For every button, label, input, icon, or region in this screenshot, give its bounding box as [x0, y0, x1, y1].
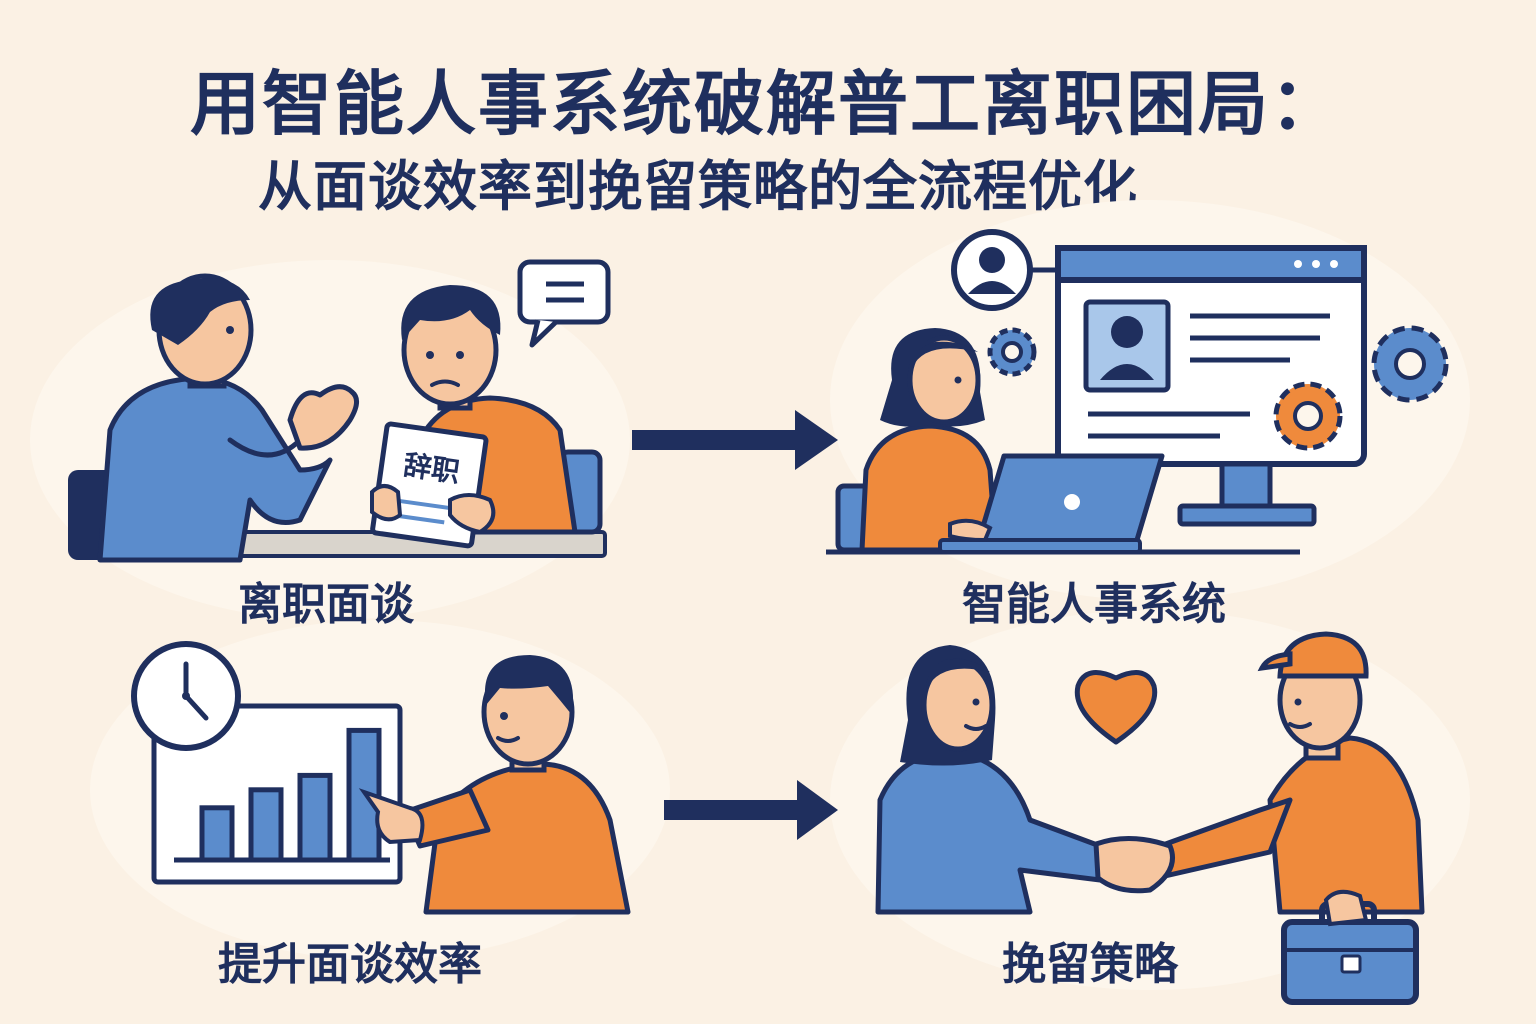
laptop-icon: [938, 453, 1165, 554]
hr-woman-eye: [972, 698, 980, 706]
arrow-right-icon: [632, 410, 838, 470]
chart-bar-2: [248, 787, 284, 863]
gear-icon-orange: [1273, 381, 1343, 451]
efficiency-scene: [131, 641, 631, 915]
page-title: 用智能人事系统破解普工离职困局：: [190, 63, 1342, 145]
panel-label-hr-system: 智能人事系统: [962, 579, 1226, 630]
resignation-letter-title: 辞职: [402, 448, 462, 488]
profile-avatar-icon: [1111, 316, 1143, 348]
employee-frown: [430, 379, 460, 387]
woman-hand: [948, 518, 993, 543]
woman-eye: [954, 376, 962, 384]
panel-label-exit-interview: 离职面谈: [238, 579, 414, 630]
heart-icon: [1074, 670, 1158, 745]
chart-bars: [199, 727, 382, 863]
gear-icon-blue: [1371, 325, 1449, 403]
arrow-right-icon-2: [664, 780, 838, 840]
employee-hand-left: [370, 484, 403, 522]
worker-eye: [1294, 698, 1302, 706]
panel-label-interview-efficiency: 提升面谈效率: [218, 939, 482, 990]
worker-hand: [1323, 889, 1369, 927]
interviewer-hand: [287, 384, 359, 451]
panel-label-retention-strategy: 挽留策略: [1002, 939, 1178, 990]
hr-system-scene: [826, 229, 1449, 555]
employee-hand-right: [448, 493, 496, 535]
chart-bar-1: [199, 805, 235, 863]
gear-icon-small: [987, 327, 1037, 377]
presenter-eye: [500, 712, 508, 720]
presenter-hair: [484, 655, 574, 715]
user-circle-icon: [951, 229, 1060, 311]
clock-icon: [131, 641, 241, 751]
presenter-hand: [358, 788, 425, 845]
retention-scene: [875, 631, 1425, 1005]
woman-head: [907, 335, 981, 425]
employee-eye-right: [456, 351, 464, 359]
employee-eye-left: [426, 351, 434, 359]
speech-bubble-icon: [517, 259, 611, 348]
handshake: [1093, 835, 1175, 894]
chart-bar-3: [297, 772, 333, 863]
employee-hair: [401, 285, 501, 340]
page-subtitle: 从面谈效率到挽留策略的全流程优化: [258, 155, 1138, 218]
interviewer-body: [97, 375, 333, 563]
interviewer-eye: [226, 326, 234, 334]
exit-interview-scene: 辞职: [68, 259, 611, 563]
worker-body: [1267, 735, 1425, 915]
interviewer-hair: [150, 278, 250, 345]
monitor-icon: [1055, 245, 1367, 527]
presenter-arm: [402, 787, 491, 849]
